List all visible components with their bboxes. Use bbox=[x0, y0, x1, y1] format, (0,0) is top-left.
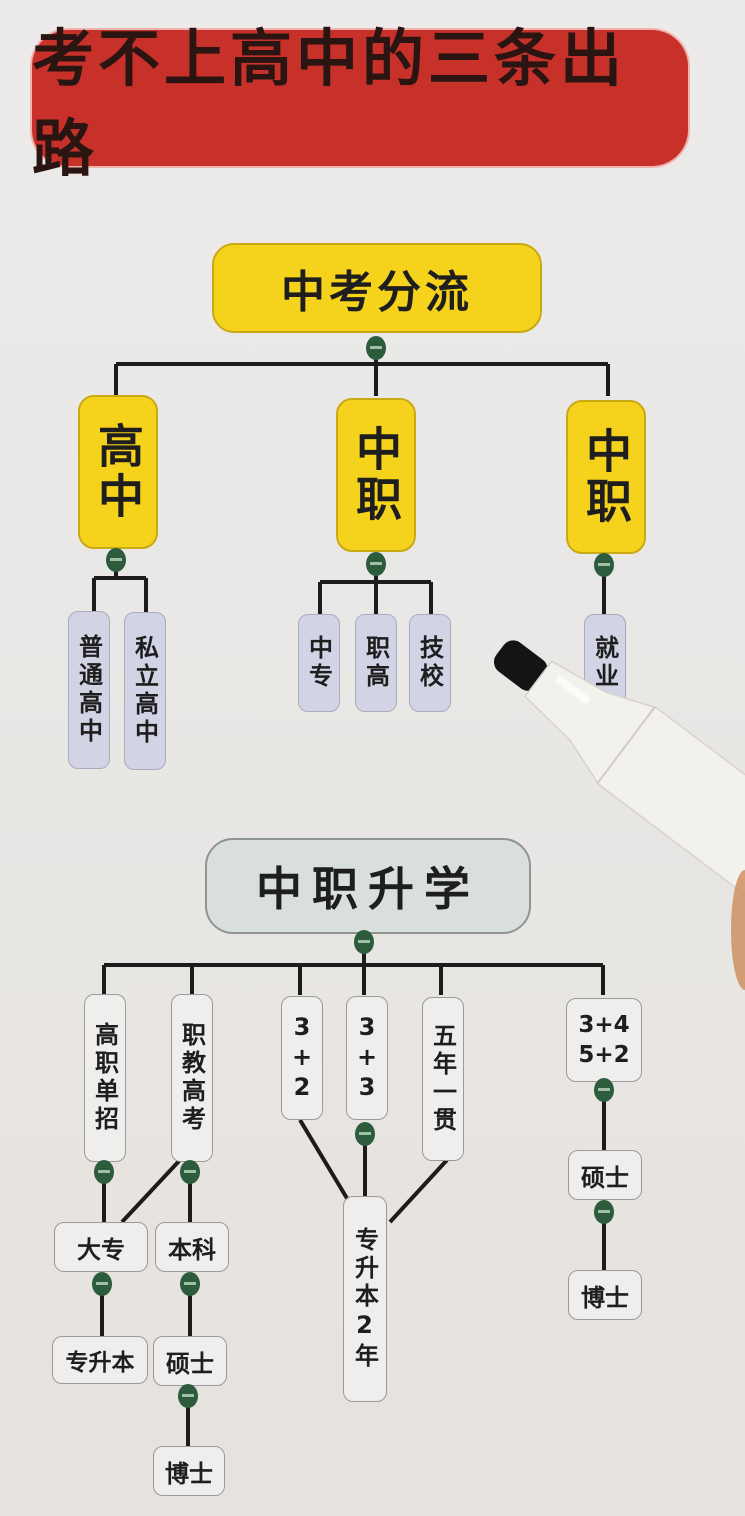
title-banner: 考不上高中的三条出路 bbox=[32, 22, 688, 185]
node-label: 专升本2年 bbox=[350, 1227, 379, 1371]
branch-label: 中职 bbox=[349, 425, 403, 525]
collapse-toggle-icon[interactable] bbox=[94, 1160, 114, 1184]
leaf-node: 技校 bbox=[409, 614, 451, 712]
collapse-toggle-icon[interactable] bbox=[366, 336, 386, 360]
leaf-label: 职高 bbox=[361, 635, 390, 691]
leaf-label: 就业 bbox=[590, 635, 619, 691]
node-label: 大专 bbox=[77, 1235, 125, 1264]
root-node-zhongzhi-shengxue: 中职升学 bbox=[205, 838, 531, 934]
node-label: 硕士 bbox=[166, 1349, 214, 1378]
node-dazhuan: 大专 bbox=[54, 1222, 148, 1272]
node-label: 博士 bbox=[165, 1459, 213, 1488]
collapse-toggle-icon[interactable] bbox=[106, 548, 126, 572]
collapse-toggle-icon[interactable] bbox=[92, 1272, 112, 1296]
branch-node-gaozhong: 高中 bbox=[78, 395, 158, 549]
node-benke: 本科 bbox=[155, 1222, 229, 1272]
collapse-toggle-icon[interactable] bbox=[354, 930, 374, 954]
node-label: 本科 bbox=[168, 1235, 216, 1264]
branch-label-line2: 5+2 bbox=[578, 1042, 630, 1068]
leaf-node: 普通高中 bbox=[68, 611, 110, 769]
collapse-toggle-icon[interactable] bbox=[355, 1122, 375, 1146]
title-text: 考不上高中的三条出路 bbox=[32, 22, 627, 185]
branch-node: 五年一贯 bbox=[422, 997, 464, 1161]
pen-tip-icon bbox=[493, 640, 548, 691]
leaf-node: 职高 bbox=[355, 614, 397, 712]
leaf-label: 中专 bbox=[304, 635, 333, 691]
collapse-toggle-icon[interactable] bbox=[594, 1078, 614, 1102]
collapse-toggle-icon[interactable] bbox=[594, 553, 614, 577]
merged-node-zhuanshengben-2nian: 专升本2年 bbox=[343, 1196, 387, 1402]
branch-label: 五年一贯 bbox=[428, 1023, 457, 1135]
leaf-node: 私立高中 bbox=[124, 612, 166, 770]
branch-label: 3+3 bbox=[353, 1013, 381, 1103]
node-label: 硕士 bbox=[581, 1163, 629, 1192]
node-boshi: 博士 bbox=[153, 1446, 225, 1496]
collapse-toggle-icon[interactable] bbox=[180, 1160, 200, 1184]
branch-label: 3+2 bbox=[288, 1013, 316, 1103]
branch-label: 高中 bbox=[91, 422, 145, 522]
branch-node: 3+2 bbox=[281, 996, 323, 1120]
branch-label: 中职 bbox=[579, 427, 633, 527]
node-label: 博士 bbox=[581, 1283, 629, 1312]
leaf-label: 私立高中 bbox=[130, 635, 159, 747]
branch-node: 职教高考 bbox=[171, 994, 213, 1162]
root-node-zhongkao: 中考分流 bbox=[212, 243, 542, 333]
branch-label-line1: 3+4 bbox=[578, 1012, 630, 1038]
leaf-label: 技校 bbox=[415, 635, 444, 691]
collapse-toggle-icon[interactable] bbox=[178, 1384, 198, 1408]
leaf-label: 普通高中 bbox=[74, 634, 103, 746]
branch-node-zhongzhi-1: 中职 bbox=[336, 398, 416, 552]
leaf-node: 中专 bbox=[298, 614, 340, 712]
collapse-toggle-icon[interactable] bbox=[180, 1272, 200, 1296]
node-zhuanshengben: 专升本 bbox=[52, 1336, 148, 1384]
branch-node-zhongzhi-2: 中职 bbox=[566, 400, 646, 554]
root-label: 中职升学 bbox=[256, 862, 480, 916]
branch-node: 3+4 5+2 bbox=[566, 998, 642, 1082]
node-shuoshi-right: 硕士 bbox=[568, 1150, 642, 1200]
branch-label: 职教高考 bbox=[177, 1022, 206, 1134]
branch-node: 3+3 bbox=[346, 996, 388, 1120]
node-label: 专升本 bbox=[65, 1350, 135, 1376]
branch-node: 高职单招 bbox=[84, 994, 126, 1162]
collapse-toggle-icon[interactable] bbox=[594, 1200, 614, 1224]
node-boshi-right: 博士 bbox=[568, 1270, 642, 1320]
node-shuoshi: 硕士 bbox=[153, 1336, 227, 1386]
root-label: 中考分流 bbox=[281, 267, 473, 318]
collapse-toggle-icon[interactable] bbox=[366, 552, 386, 576]
branch-label: 高职单招 bbox=[90, 1022, 119, 1134]
